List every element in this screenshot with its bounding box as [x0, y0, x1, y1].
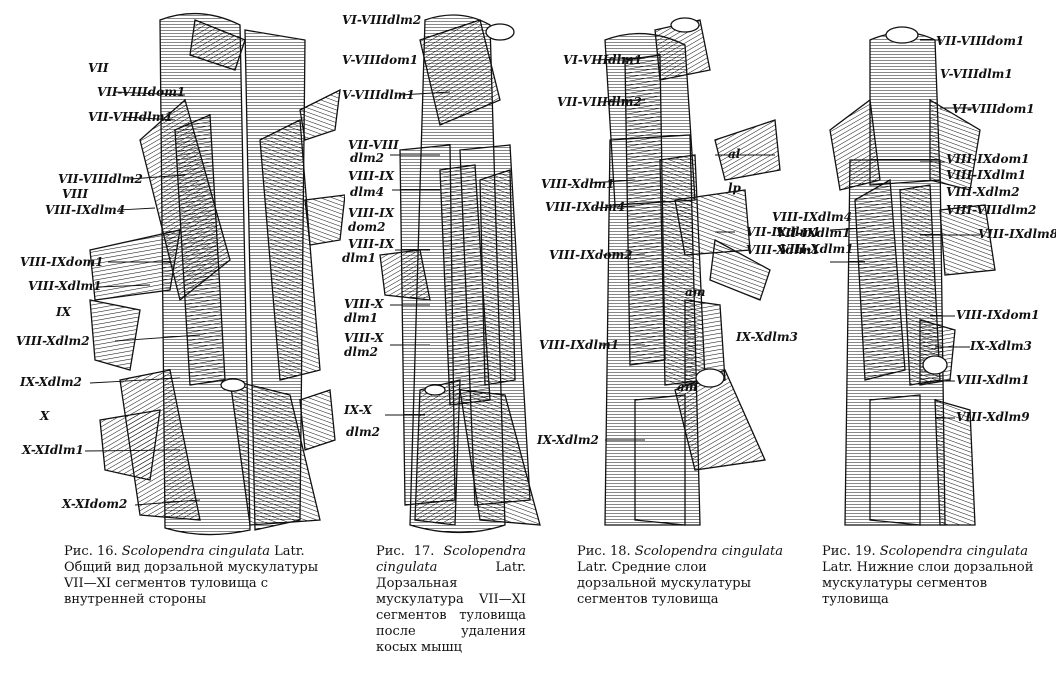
fig18-label: VIII-Xdlm1: [541, 177, 615, 191]
fig18-label: VII-VIIIdlm2: [557, 95, 642, 109]
fig17-label: VI-VIIIdlm2: [342, 13, 422, 27]
caption-prefix: Рис. 18.: [577, 544, 631, 559]
fig19-label: VI-VIIIdom1: [952, 102, 1035, 116]
fig18-label: VIII-IXdom2: [549, 248, 633, 262]
caption-species: Scolopendra cingulata: [879, 544, 1028, 559]
fig18-label: VIII-Xdlm1: [746, 243, 820, 257]
figure-16-illustration: [84, 12, 345, 536]
fig19-label: VII-VIIIdom1: [936, 34, 1025, 48]
fig18-label: VII-IXdlm1: [746, 225, 821, 239]
fig19-label: VIII-Xdlm1: [780, 242, 854, 256]
fig16-label: VIII-IXdom1: [20, 255, 104, 269]
fig17-label: VIII-X: [344, 331, 384, 345]
fig17-label: IX-X: [344, 403, 372, 417]
fig16-label: IX: [56, 305, 71, 319]
fig19-label: VIII-IXdlm1: [946, 168, 1027, 182]
fig19-label: VIII-IXdlm4: [772, 210, 853, 224]
figure-18-drawing: VI-VIIIdlm1 VII-VIIIdlm2 al VIII-Xdlm1 l…: [535, 0, 820, 540]
fig18-label: VIII-IXdlm4: [545, 200, 626, 214]
fig16-label: VII: [88, 61, 109, 75]
figure-18-illustration: [589, 17, 781, 526]
figure-17-caption: Рис. 17. Scolopendra cingulata Latr. Дор…: [376, 544, 526, 656]
figure-19-illustration: [829, 26, 996, 526]
fig17-label: dlm2: [346, 425, 380, 439]
fig17-label: VIII-IX: [348, 169, 395, 183]
caption-prefix: Рис. 19.: [822, 544, 876, 559]
figure-17-illustration: [379, 14, 541, 534]
fig16-label: VIII-IXdlm4: [45, 203, 126, 217]
caption-species: Scolopendra cingulata: [634, 544, 783, 559]
fig18-label: IX-Xdlm3: [736, 330, 798, 344]
fig17-label: dlm2: [344, 345, 378, 359]
fig18-label: al: [728, 147, 741, 161]
caption-text: Latr. Средние слои дорзальной мускулатур…: [577, 560, 751, 607]
fig17-label: VIII-X: [344, 297, 384, 311]
fig19-label: VIII-VIIIdlm2: [946, 203, 1037, 217]
fig18-label: VIII-IXdlm1: [539, 338, 620, 352]
fig18-label: VI-VIIIdlm1: [563, 53, 643, 67]
fig16-label: VIII: [62, 187, 89, 201]
caption-text: Latr. Дорзальная мускулатура VII—XI сегм…: [376, 560, 526, 655]
fig16-label: VIII-Xdlm1: [28, 279, 102, 293]
caption-prefix: Рис. 16.: [64, 544, 118, 559]
fig18-label: IX-Xdlm2: [537, 433, 599, 447]
fig19-label: VII-IXdlm1: [776, 226, 851, 240]
caption-species: Scolopendra cingulata: [121, 544, 270, 559]
figure-19-caption: Рис. 19. Scolopendra cingulata Latr. Ниж…: [822, 544, 1042, 608]
fig19-label: VIII-IXdlm8: [978, 227, 1056, 241]
fig16-label: IX-Xdlm2: [20, 375, 82, 389]
fig18-label: am: [685, 285, 706, 299]
fig17-label: VII-VIII: [348, 138, 399, 152]
fig17-label: VIII-IX: [348, 237, 395, 251]
figure-16-drawing: VII VII-VIIIdom1 VII-VIIIdlm1 VII-VIIIdl…: [0, 0, 345, 540]
figure-19-drawing: VII-VIIIdom1 V-VIIIdlm1 VI-VIIIdom1 VIII…: [770, 0, 1056, 540]
fig17-label: VIII-IX: [348, 206, 395, 220]
figure-18-caption: Рис. 18. Scolopendra cingulata Latr. Сре…: [577, 544, 787, 608]
figure-16-caption: Рис. 16. Scolopendra cingulata Latr. Общ…: [64, 544, 324, 608]
fig19-label: VIII-IXdom1: [946, 152, 1030, 166]
caption-species: Scolopendra cingulata: [376, 544, 526, 575]
fig19-label: VIII-Xdlm2: [946, 185, 1020, 199]
fig17-label: V-VIIIdom1: [342, 53, 419, 67]
fig16-label: VII-VIIIdlm2: [58, 172, 143, 186]
fig18-label: am: [677, 380, 698, 394]
fig17-label: dlm1: [344, 311, 378, 325]
fig16-label: VII-VIIIdom1: [97, 85, 186, 99]
fig19-label: VIII-IXdom1: [956, 308, 1040, 322]
caption-text: Latr. Нижние слои дорзальной мускулатуры…: [822, 560, 1034, 607]
fig17-label: dlm4: [350, 185, 384, 199]
fig17-label: V-VIIIdlm1: [342, 88, 415, 102]
fig16-label: X: [40, 409, 50, 423]
fig16-label: VIII-Xdlm2: [16, 334, 90, 348]
fig19-label: VIII-Xdlm9: [956, 410, 1030, 424]
fig16-label: X-XIdlm1: [22, 443, 84, 457]
caption-prefix: Рис. 17.: [376, 544, 435, 559]
fig17-label: dlm1: [342, 251, 376, 265]
fig19-label: IX-Xdlm3: [970, 339, 1032, 353]
figure-17-drawing: VI-VIIIdlm2 V-VIIIdom1 V-VIIIdlm1 VII-VI…: [340, 0, 560, 540]
fig16-label: X-XIdom2: [62, 497, 128, 511]
fig16-label: VII-VIIIdlm1: [88, 110, 173, 124]
fig19-label: VIII-Xdlm1: [956, 373, 1030, 387]
caption-text: Latr. Общий вид дорзальной мускулатуры V…: [64, 544, 319, 607]
fig17-label: dom2: [348, 220, 386, 234]
fig18-label: lp: [728, 181, 741, 195]
fig17-label: dlm2: [350, 151, 384, 165]
fig19-label: V-VIIIdlm1: [940, 67, 1013, 81]
